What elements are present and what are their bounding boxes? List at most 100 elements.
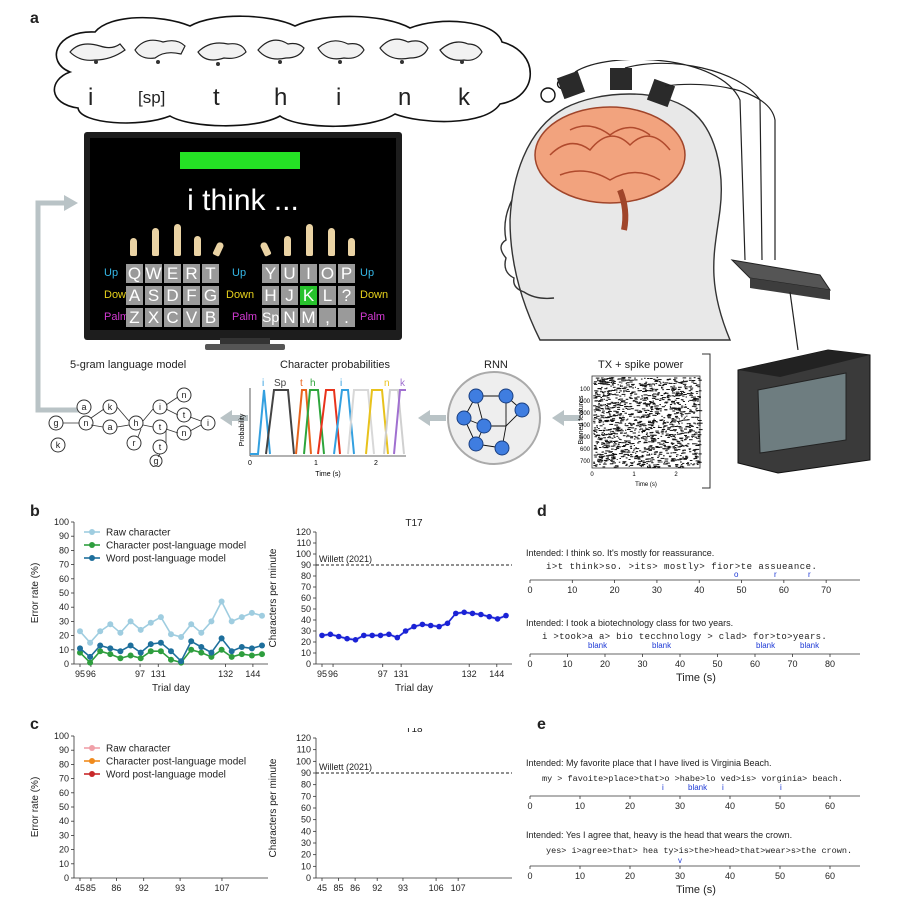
raster-mark bbox=[665, 435, 668, 436]
raster-mark bbox=[635, 447, 637, 449]
raster-mark bbox=[616, 391, 618, 393]
raster-mark bbox=[672, 439, 677, 441]
raster-mark bbox=[629, 446, 633, 448]
raster-mark bbox=[636, 416, 640, 418]
raster-mark bbox=[601, 442, 604, 444]
raster-mark bbox=[649, 445, 653, 447]
data-point bbox=[117, 655, 124, 662]
raster-mark bbox=[603, 463, 607, 465]
x-tick-label: 86 bbox=[111, 883, 121, 893]
raster-mark bbox=[619, 384, 621, 386]
raster-mark bbox=[667, 398, 670, 400]
raster-mark bbox=[631, 427, 635, 429]
raster-mark bbox=[644, 383, 646, 384]
raster-mark bbox=[597, 438, 602, 440]
data-point bbox=[137, 626, 144, 633]
raster-mark bbox=[637, 458, 641, 460]
raster-mark bbox=[600, 383, 604, 385]
raster-mark bbox=[683, 411, 685, 413]
raster-mark bbox=[673, 395, 676, 397]
raster-mark bbox=[662, 383, 666, 385]
raster-mark bbox=[613, 466, 617, 468]
raster-mark bbox=[638, 403, 641, 405]
raster-mark bbox=[639, 421, 642, 423]
raster-mark bbox=[698, 390, 702, 392]
raster-mark bbox=[668, 455, 672, 457]
raster-mark bbox=[619, 430, 624, 432]
raster-mark bbox=[656, 377, 659, 379]
data-point bbox=[188, 638, 195, 645]
row-label: Up bbox=[104, 267, 119, 279]
raster-mark bbox=[643, 425, 646, 427]
raster-mark bbox=[646, 451, 649, 453]
raster-mark bbox=[651, 397, 654, 399]
x-tick-label: 60 bbox=[750, 659, 760, 669]
x-tick-label: 85 bbox=[334, 883, 344, 893]
y-tick-label: 0 bbox=[64, 659, 69, 669]
y-axis-label: Error rate (%) bbox=[30, 563, 41, 624]
x-tick-label: 93 bbox=[175, 883, 185, 893]
raster-mark bbox=[650, 422, 655, 424]
x-tick-label: 107 bbox=[214, 883, 229, 893]
raster-mark bbox=[597, 388, 601, 390]
raster-mark bbox=[653, 466, 657, 467]
raster-mark bbox=[671, 392, 675, 394]
tx-title: TX + spike power bbox=[598, 359, 684, 371]
raster-mark bbox=[676, 412, 680, 414]
raster-mark bbox=[681, 407, 683, 409]
raster-mark bbox=[627, 408, 631, 410]
raster-mark bbox=[606, 378, 610, 379]
raster-mark bbox=[653, 459, 655, 461]
raster-mark bbox=[684, 432, 688, 434]
raster-mark bbox=[648, 427, 652, 429]
raster-mark bbox=[614, 389, 617, 391]
raster-mark bbox=[611, 394, 615, 396]
raster-mark bbox=[657, 393, 660, 395]
raster-mark bbox=[674, 430, 676, 432]
raster-mark bbox=[601, 408, 604, 409]
data-point bbox=[147, 641, 154, 648]
raster-mark bbox=[663, 463, 667, 465]
raster-mark bbox=[669, 414, 672, 416]
raster-mark bbox=[609, 403, 612, 405]
char-prob-letter: t bbox=[300, 378, 303, 389]
raster-mark bbox=[646, 403, 649, 405]
key: A bbox=[126, 286, 143, 305]
raster-mark bbox=[657, 442, 661, 444]
thought-letter: k bbox=[458, 84, 470, 111]
raster-mark bbox=[634, 429, 636, 431]
raster-mark bbox=[695, 398, 699, 400]
raster-mark bbox=[596, 425, 598, 427]
raster-mark bbox=[651, 389, 653, 391]
svg-text:i: i bbox=[207, 418, 209, 428]
raster-mark bbox=[665, 392, 669, 394]
data-point bbox=[411, 623, 417, 630]
raster-mark bbox=[609, 378, 614, 380]
raster-mark bbox=[689, 377, 692, 379]
raster-mark bbox=[604, 378, 608, 380]
raster-mark bbox=[649, 434, 654, 436]
key: Q bbox=[126, 264, 143, 283]
raster-mark bbox=[683, 406, 688, 408]
raster-mark bbox=[679, 433, 682, 435]
raster-mark bbox=[667, 399, 671, 401]
x-tick-label: 0 bbox=[527, 801, 532, 811]
raster-mark bbox=[607, 391, 610, 393]
raster-mark bbox=[628, 377, 632, 379]
data-point bbox=[87, 653, 94, 660]
data-point bbox=[238, 644, 245, 650]
raster-mark bbox=[594, 396, 598, 398]
raster-mark bbox=[647, 410, 650, 411]
raster-mark bbox=[650, 401, 654, 403]
raster-mark bbox=[610, 379, 615, 381]
raster-mark bbox=[620, 420, 624, 422]
decoded-sentence: yes> i>agree>that> hea ty>is>the>head>th… bbox=[546, 846, 853, 856]
raster-mark bbox=[667, 445, 669, 447]
raster-mark bbox=[619, 390, 622, 392]
raster-mark bbox=[650, 406, 654, 408]
raster-mark bbox=[686, 423, 689, 425]
raster-mark bbox=[641, 395, 643, 397]
raster-mark bbox=[678, 422, 680, 424]
raster-mark bbox=[598, 422, 601, 424]
raster-mark bbox=[600, 416, 604, 418]
